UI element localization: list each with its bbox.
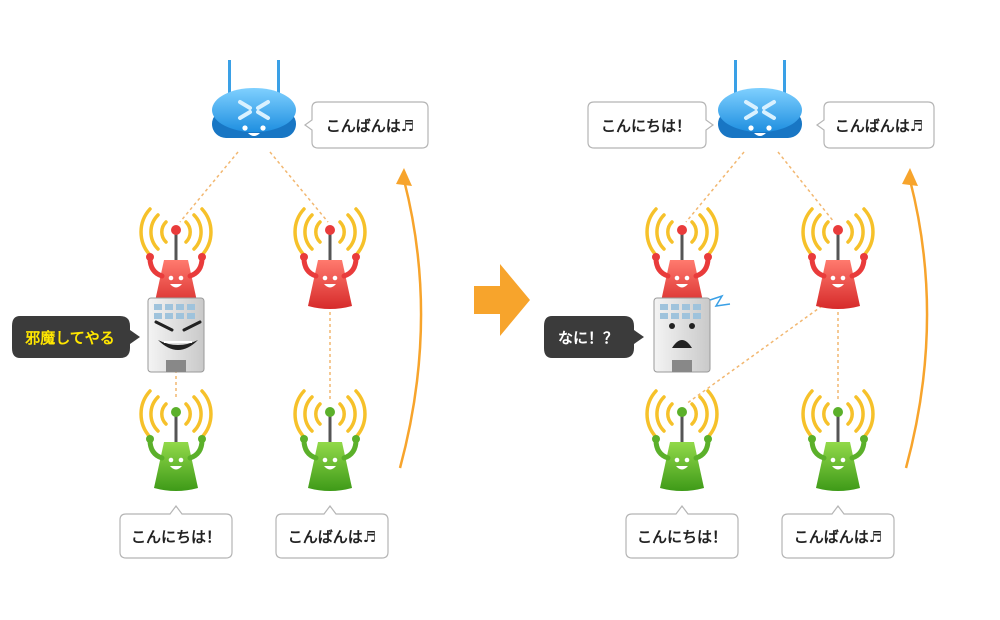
router-greeting: こんばんは♬ [326, 117, 414, 135]
link-lines-after [685, 151, 839, 405]
repeater-left-icon [141, 209, 211, 309]
router-right-greeting: こんばんは♬ [835, 117, 923, 135]
link-lines [175, 151, 331, 400]
before-panel: こんばんは♬ 邪魔してやる こんにちは！ こんばんは♬ [12, 58, 429, 559]
repeater-right-icon [295, 209, 365, 309]
router-left-greeting: こんにちは！ [601, 117, 691, 135]
interferer-speech-bubble: 邪魔してやる [12, 316, 140, 358]
router-left-speech-bubble: こんにちは！ [587, 101, 715, 149]
client-left-greeting: こんにちは！ [131, 528, 221, 546]
client-right-greeting: こんばんは♬ [288, 528, 376, 546]
interferer-text: 邪魔してやる [24, 329, 115, 347]
client-left-icon [141, 391, 211, 491]
client-left-icon [647, 391, 717, 491]
transition-arrow-icon [474, 264, 530, 336]
client-right-speech-bubble: こんばんは♬ [275, 505, 389, 559]
client-right-greeting: こんばんは♬ [794, 528, 882, 546]
router-icon [716, 58, 804, 140]
client-right-speech-bubble: こんばんは♬ [781, 505, 895, 559]
router-speech-bubble: こんばんは♬ [303, 101, 429, 149]
return-arrow-icon [902, 168, 929, 469]
client-left-speech-bubble: こんにちは！ [119, 505, 233, 559]
client-right-icon [803, 391, 873, 491]
interferer-text: なに！？ [558, 329, 618, 347]
interferer-speech-bubble: なに！？ [544, 316, 644, 358]
router-icon [210, 58, 298, 140]
interferer-building-icon [653, 294, 731, 373]
client-left-greeting: こんにちは！ [637, 528, 727, 546]
interferer-building-icon [147, 297, 205, 373]
repeater-left-icon [647, 209, 717, 309]
repeater-right-icon [803, 209, 873, 309]
client-left-speech-bubble: こんにちは！ [625, 505, 739, 559]
return-arrow-icon [396, 168, 423, 469]
client-right-icon [295, 391, 365, 491]
after-panel: こんにちは！ こんばんは♬ なに！？ こんにちは！ こんばんは♬ [544, 58, 935, 559]
router-right-speech-bubble: こんばんは♬ [815, 101, 935, 149]
